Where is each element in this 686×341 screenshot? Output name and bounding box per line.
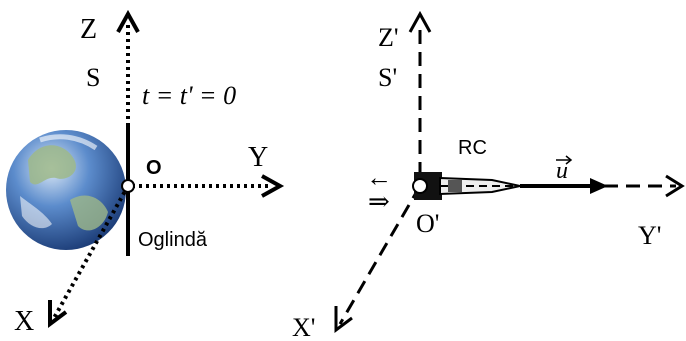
z-axis-label: Z xyxy=(80,14,97,45)
x-axis-label: X xyxy=(14,306,34,337)
x-prime-axis-label: X' xyxy=(292,313,315,341)
x-axis-arrowhead xyxy=(48,300,68,328)
frame-label: S xyxy=(86,63,100,92)
arrow-right-glyph: ⇒ xyxy=(368,187,390,216)
velocity-label: u xyxy=(556,158,568,184)
rocket-icon xyxy=(414,172,521,200)
x-axis xyxy=(52,185,130,319)
frame-prime-label: S' xyxy=(378,63,397,92)
y-prime-axis-label: Y' xyxy=(638,221,661,250)
earth-globe-icon xyxy=(6,130,126,250)
origin-label: O xyxy=(146,157,162,179)
rocket-label: RC xyxy=(458,137,487,159)
y-axis-label: Y xyxy=(248,142,268,173)
time-label: t = t' = 0 xyxy=(142,81,236,110)
y-axis-arrowhead xyxy=(261,174,285,198)
y-prime-axis-arrowhead xyxy=(665,174,685,198)
arrow-left-glyph: ← xyxy=(366,163,392,192)
origin-prime-label: O' xyxy=(416,209,439,238)
x-prime-axis xyxy=(338,185,422,325)
z-prime-axis-arrowhead xyxy=(408,10,432,33)
velocity-label-arrowhead xyxy=(565,155,573,165)
mirror-label: Oglindă xyxy=(138,229,208,251)
x-prime-axis-arrowhead xyxy=(334,306,353,333)
origin-marker xyxy=(121,179,135,193)
velocity-arrowhead xyxy=(590,178,608,194)
z-prime-axis-label: Z' xyxy=(378,23,399,52)
z-axis-arrowhead xyxy=(116,9,140,33)
origin-prime-marker xyxy=(412,178,428,194)
